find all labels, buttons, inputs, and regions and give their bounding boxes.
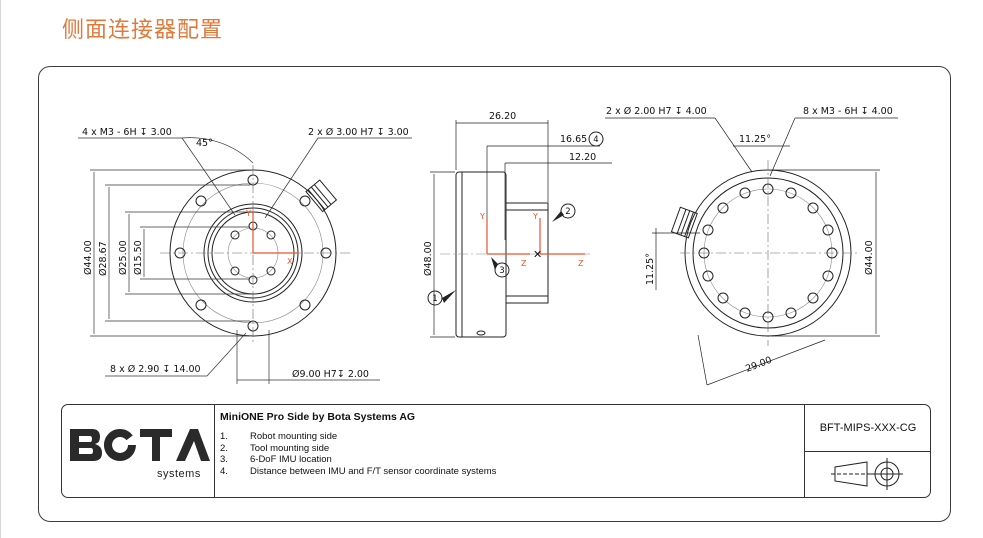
middle-flange — [505, 202, 549, 304]
left-callout-holes-2-9: 8 x Ø 2.90 ↧ 14.00 — [110, 364, 201, 375]
balloon-3-pointer — [491, 257, 498, 270]
right-angle-top: 11.25° — [739, 134, 771, 145]
projection-symbol-icon — [831, 458, 903, 490]
right-callout-dowel-2: 2 x Ø 2.00 H7 ↧ 4.00 — [606, 106, 707, 117]
left-dim-15-5: Ø15.50 — [133, 240, 144, 275]
logo-subtext: systems — [157, 468, 201, 480]
left-callout-dowel-3: 2 x Ø 3.00 H7 ↧ 3.00 — [308, 127, 409, 138]
logo-cell: systems — [62, 405, 215, 497]
left-angle-45: 45° — [196, 138, 213, 149]
left-axis-x-label: X — [287, 257, 293, 266]
part-cell: BFT-MIPS-XXX-CG — [804, 405, 931, 497]
svg-text:✕: ✕ — [533, 248, 542, 261]
balloon-1-pointer — [442, 290, 456, 303]
balloon-3: 3 — [499, 266, 504, 276]
description-cell: MiniONE Pro Side by Bota Systems AG 1.Ro… — [220, 411, 497, 477]
left-dim-25: Ø25.00 — [118, 240, 129, 275]
middle-dim-26-20: 26.20 — [489, 111, 516, 122]
balloon-4: 4 — [593, 135, 598, 145]
balloon-2-pointer — [552, 211, 564, 222]
balloon-4-circle — [588, 131, 604, 147]
right-connector — [670, 206, 698, 239]
page-edge-line — [0, 0, 1, 538]
middle-dim-48: Ø48.00 — [423, 241, 434, 276]
bota-logo — [70, 429, 210, 461]
drawing-frame — [38, 66, 951, 522]
middle-axis-y2: Y — [532, 212, 538, 221]
left-dim-28-67: Ø28.67 — [98, 241, 109, 276]
middle-dim-12-20: 12.20 — [569, 152, 596, 163]
balloon-2: 2 — [565, 207, 570, 217]
right-angle-side: 11.25° — [645, 253, 656, 285]
part-number: BFT-MIPS-XXX-CG — [805, 405, 931, 452]
title-block: systems MiniONE Pro Side by Bota Systems… — [61, 404, 931, 498]
right-callout-m3: 8 x M3 - 6H ↧ 4.00 — [803, 106, 893, 117]
middle-dim-16-65: 16.65 — [560, 134, 587, 145]
middle-axis-z2: Z — [578, 259, 584, 268]
left-connector — [305, 179, 338, 213]
page-title: 侧面连接器配置 — [62, 18, 224, 43]
left-callout-m3: 4 x M3 - 6H ↧ 3.00 — [82, 127, 172, 138]
left-axis-y-label: Y — [245, 209, 251, 218]
right-dim-44: Ø44.00 — [864, 240, 875, 275]
middle-axis-z1: Z — [521, 259, 527, 268]
middle-axis-y1: Y — [479, 212, 485, 221]
drawing-title: MiniONE Pro Side by Bota Systems AG — [220, 411, 416, 423]
left-dim-44: Ø44.00 — [83, 240, 94, 275]
balloon-1: 1 — [432, 294, 437, 304]
left-callout-dowel-9: Ø9.00 H7↧ 2.00 — [292, 369, 369, 380]
right-dim-29: 29.00 — [744, 355, 773, 375]
